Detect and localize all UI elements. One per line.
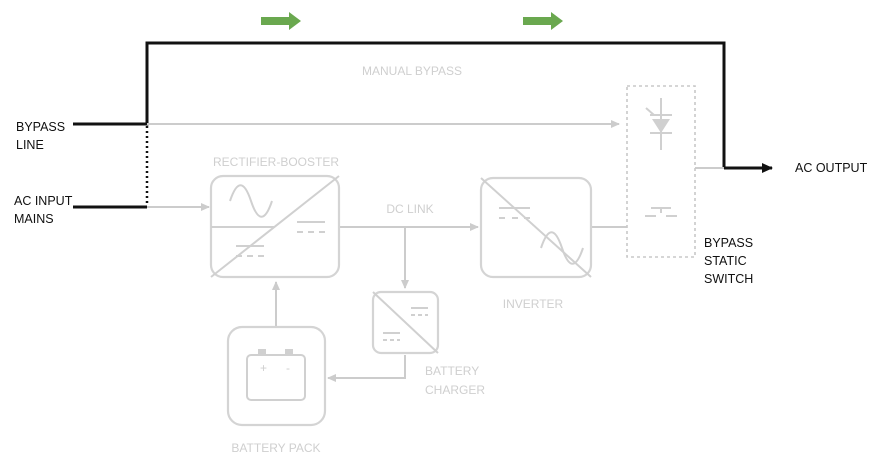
dc-symbol-icon (499, 207, 530, 219)
rectifier-booster-label: RECTIFIER-BOOSTER (213, 155, 339, 169)
battery-icon (246, 349, 306, 401)
battery-plus-label: + (260, 361, 267, 375)
sine-wave-icon (540, 231, 584, 265)
ac-input-mains-label: AC INPUT MAINS (14, 194, 76, 226)
charger-to-battery (327, 355, 406, 382)
manual-bypass-path (73, 41, 726, 168)
dc-link-label: DC LINK (386, 202, 433, 216)
flow-direction-arrow-icon (523, 12, 563, 30)
bypass-static-switch-block (626, 85, 696, 258)
battery-minus-label: - (286, 361, 290, 375)
dc-symbol-icon (236, 245, 264, 257)
manual-bypass-label: MANUAL BYPASS (362, 64, 462, 78)
flow-direction-arrow-icon (261, 12, 301, 30)
dc-symbol-icon (297, 221, 325, 233)
switch-contact-icon (645, 207, 677, 217)
battery-pack-label: BATTERY PACK (231, 441, 320, 455)
bypass-line-label: BYPASS LINE (16, 120, 69, 152)
battery-pack-block (226, 325, 327, 427)
inverter-block (479, 176, 593, 279)
ac-output-label: AC OUTPUT (795, 161, 868, 175)
battery-charger-label: BATTERY CHARGER (425, 364, 485, 397)
inverter-label: INVERTER (503, 297, 564, 311)
rectifier-booster-block (209, 174, 341, 279)
bypass-static-switch-label: BYPASS STATIC SWITCH (704, 236, 757, 286)
thyristor-icon (645, 98, 672, 150)
dc-symbol-icon (411, 307, 428, 316)
sine-wave-icon (229, 184, 273, 218)
dc-symbol-icon (383, 332, 400, 341)
battery-charger-block (371, 290, 440, 355)
